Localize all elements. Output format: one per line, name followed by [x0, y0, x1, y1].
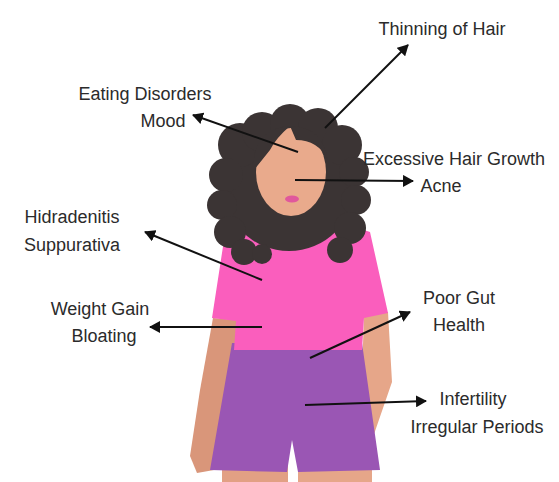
leader-line [193, 115, 298, 152]
symptom-label: Bloating [71, 325, 136, 347]
leader-line [305, 401, 426, 405]
lips [285, 196, 299, 203]
leader-line [325, 45, 408, 128]
symptom-label: Excessive Hair Growth [363, 148, 545, 170]
symptom-label: Thinning of Hair [378, 18, 505, 40]
leader-line [145, 232, 262, 280]
symptom-label: Acne [420, 175, 461, 197]
symptom-label: Hidradenitis Suppurativa [7, 203, 137, 259]
leader-line [310, 312, 410, 358]
symptom-label: Poor Gut Health [409, 285, 509, 339]
bangs [254, 126, 328, 170]
symptom-label: Mood [140, 110, 185, 132]
symptom-label: Infertility [439, 388, 506, 410]
leader-line [150, 326, 262, 328]
leader-line [295, 180, 413, 181]
symptom-label: Irregular Periods [410, 416, 543, 438]
shorts [210, 343, 380, 472]
symptom-label: Eating Disorders [78, 83, 211, 105]
symptom-label: Weight Gain [51, 298, 150, 320]
